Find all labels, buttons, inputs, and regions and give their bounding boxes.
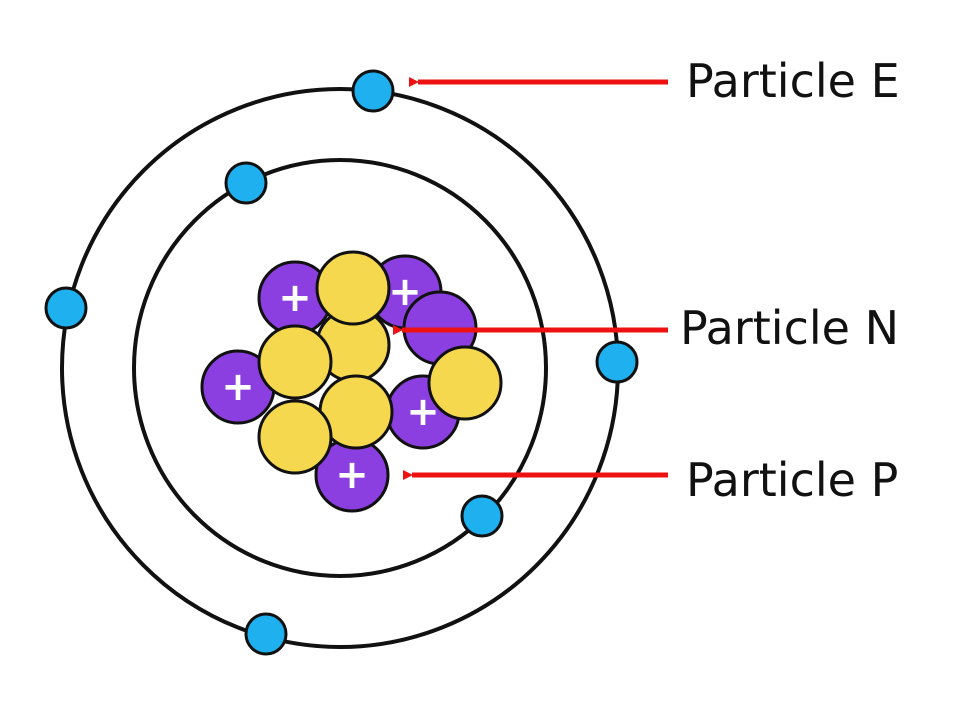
neutron [315,250,391,326]
label-particle-n: Particle N [680,301,899,355]
electron [44,286,88,330]
neutron [427,345,503,421]
proton: + [314,437,390,513]
proton: + [200,349,276,425]
label-particle-p: Particle P [686,453,899,507]
svg-text:+: + [221,364,255,410]
inner-orbit [132,158,548,578]
neutron [257,324,333,400]
electron [224,161,268,205]
svg-text:+: + [335,452,369,498]
electron [595,340,639,384]
electron [460,494,504,538]
arrows [393,77,668,480]
electron [244,612,288,656]
label-particle-e: Particle E [686,54,900,108]
electron [351,69,395,113]
neutron [257,399,333,475]
electrons [44,69,639,656]
nucleus: + + + + [200,250,503,513]
svg-text:+: + [278,275,312,321]
